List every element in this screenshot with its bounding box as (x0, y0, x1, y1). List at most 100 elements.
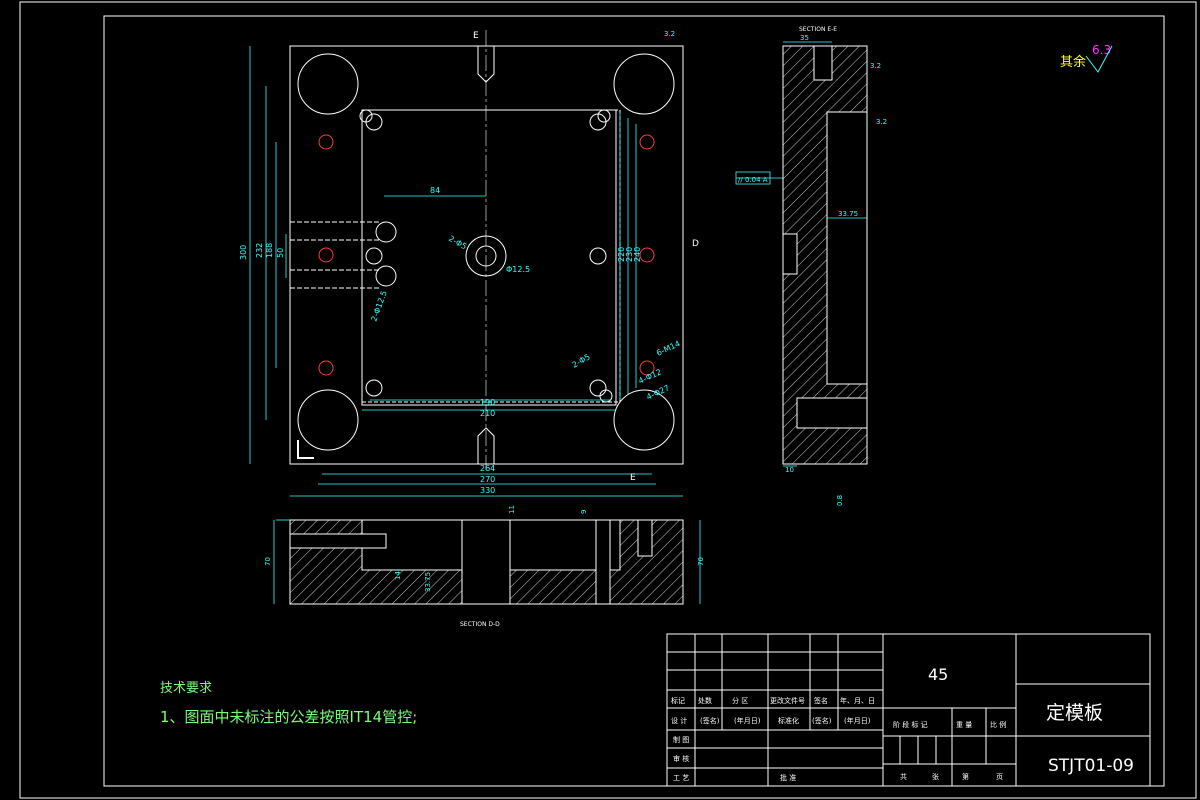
callout-2-phi12-5: 2-Φ12.5 (369, 289, 388, 322)
dim-232: 232 (255, 243, 264, 258)
tb-change-doc: 更改文件号 (770, 696, 805, 705)
dim-300: 300 (239, 245, 248, 260)
tech-req-heading: 技术要求 (160, 681, 212, 696)
dim-dd-70-right: 70 (697, 557, 705, 566)
section-ee-pin-hole (813, 45, 833, 81)
datum-corner (297, 440, 314, 459)
section-ee-pocket (796, 397, 868, 429)
dim-dd-70: 70 (264, 557, 272, 566)
tb-sign: 签名 (814, 696, 828, 705)
drawing-title: 定模板 (1046, 702, 1103, 724)
dim-dd-14: 14 (394, 571, 402, 580)
tb-drawing: 制 图 (673, 735, 689, 744)
roughness-0-8-ee-bottom: 0.8 (836, 495, 844, 506)
roughness-rest-label: 其余 (1060, 54, 1086, 70)
section-dd-dims: 70 70 11 9 14 33.75 (264, 505, 705, 592)
dim-dd-33-75: 33.75 (424, 572, 432, 592)
dim-84: 84 (430, 186, 440, 195)
section-dd-channel (289, 533, 387, 549)
dim-190: 190 (480, 398, 495, 407)
tb-mark: 标记 (671, 696, 685, 705)
tech-req-item-1: 1、图面中未标注的公差按照IT14管控; (160, 708, 417, 726)
section-ee-view (782, 45, 868, 465)
tb-standard-sign: (签名) (812, 716, 832, 725)
dim-ee-35: 35 (800, 34, 809, 42)
dim-50: 50 (276, 248, 285, 258)
drawing-number: STJT01-09 (1048, 756, 1134, 776)
callout-phi12-5: Φ12.5 (506, 265, 530, 274)
callout-4-phi27: 4-Φ27 (645, 383, 671, 401)
guide-bush-br (613, 389, 675, 451)
dim-dd-9: 9 (580, 510, 588, 514)
tb-design: 设 计 (671, 716, 687, 725)
tb-date: 年、月、日 (840, 696, 875, 705)
tb-standard: 标准化 (778, 716, 799, 725)
tb-no: 第 (962, 772, 969, 781)
tb-design-sign: (签名) (700, 716, 720, 725)
dim-270: 270 (480, 475, 495, 484)
dim-ee-10: 10 (785, 466, 794, 474)
guide-bush-bl (297, 389, 359, 451)
dim-210: 210 (480, 409, 495, 418)
section-ee-side-hole (782, 233, 798, 275)
locating-holes (359, 109, 613, 403)
tb-total: 共 (900, 772, 907, 781)
tb-review: 审 核 (673, 754, 689, 763)
tb-approve: 批 准 (780, 773, 796, 782)
dim-330: 330 (480, 486, 495, 495)
section-mark-e-top: E (473, 31, 479, 41)
section-ee-dims: 35 33.75 10 // 0.04 A 3.2 3.2 0.8 (738, 34, 887, 506)
side-cooling-channels (290, 221, 380, 289)
guide-bush-tr (613, 53, 675, 115)
title-block-text: 标记 处数 分 区 更改文件号 签名 年、月、日 设 计 (签名) (年月日) … (671, 696, 1006, 782)
callout-6-m14: 6-M14 (655, 339, 682, 358)
callout-4-phi12: 4-Φ12 (637, 367, 663, 385)
roughness-3-2-top: 3.2 (664, 30, 675, 38)
section-dd-pin (595, 519, 611, 605)
tb-sheets: 张 (932, 772, 939, 781)
tb-process: 工 艺 (673, 774, 689, 782)
tb-scale: 比 例 (990, 720, 1006, 729)
gdt-parallelism: // 0.04 A (738, 176, 768, 184)
title-block (666, 633, 1151, 787)
dim-230: 230 (625, 247, 634, 262)
plan-dimensions (249, 46, 683, 497)
section-dd-hole (637, 519, 653, 557)
section-mark-e-bottom: E (630, 473, 636, 483)
threaded-holes (318, 134, 655, 376)
inner-frame (103, 15, 1165, 787)
section-mark-d: D (692, 239, 699, 249)
outer-frame (19, 1, 1197, 799)
plate-outline (289, 45, 684, 465)
roughness-3-2-ee-top: 3.2 (870, 62, 881, 70)
tb-design-date: (年月日) (734, 716, 761, 725)
section-ee-dim-lines (735, 41, 867, 467)
tb-zone: 分 区 (732, 696, 748, 705)
tb-count: 处数 (698, 696, 712, 705)
section-dd-view (289, 519, 684, 605)
dim-dd-11: 11 (508, 505, 516, 514)
dim-ee-33-75: 33.75 (838, 210, 858, 218)
tb-page: 页 (996, 773, 1003, 781)
dim-188: 188 (265, 243, 274, 258)
section-dd-sprue (461, 519, 511, 605)
section-ee-label: SECTION E-E (799, 26, 837, 33)
tb-standard-date: (年月日) (844, 716, 871, 725)
callout-2-phi5-b: 2-Φ5 (571, 352, 592, 369)
tb-stage-mark: 阶 段 标 记 (893, 720, 928, 729)
dim-240: 240 (633, 247, 642, 262)
section-ee-cavity (826, 111, 868, 385)
pin-hole-bottom (477, 427, 495, 464)
roughness-rest-value: 6.3 (1092, 43, 1111, 57)
material-value: 45 (928, 665, 948, 684)
plan-dim-text: 330 270 264 210 190 84 300 232 188 50 22… (239, 186, 682, 495)
section-dd-label: SECTION D-D (460, 621, 500, 628)
section-dd-dim-lines (273, 519, 701, 604)
dim-264: 264 (480, 464, 495, 473)
callout-2-phi5: 2-Φ5 (447, 234, 468, 251)
roughness-symbol-icon (1085, 45, 1113, 73)
tb-weight: 重 量 (956, 721, 972, 729)
roughness-3-2-ee-mid: 3.2 (876, 118, 887, 126)
guide-bush-tl (297, 53, 359, 115)
